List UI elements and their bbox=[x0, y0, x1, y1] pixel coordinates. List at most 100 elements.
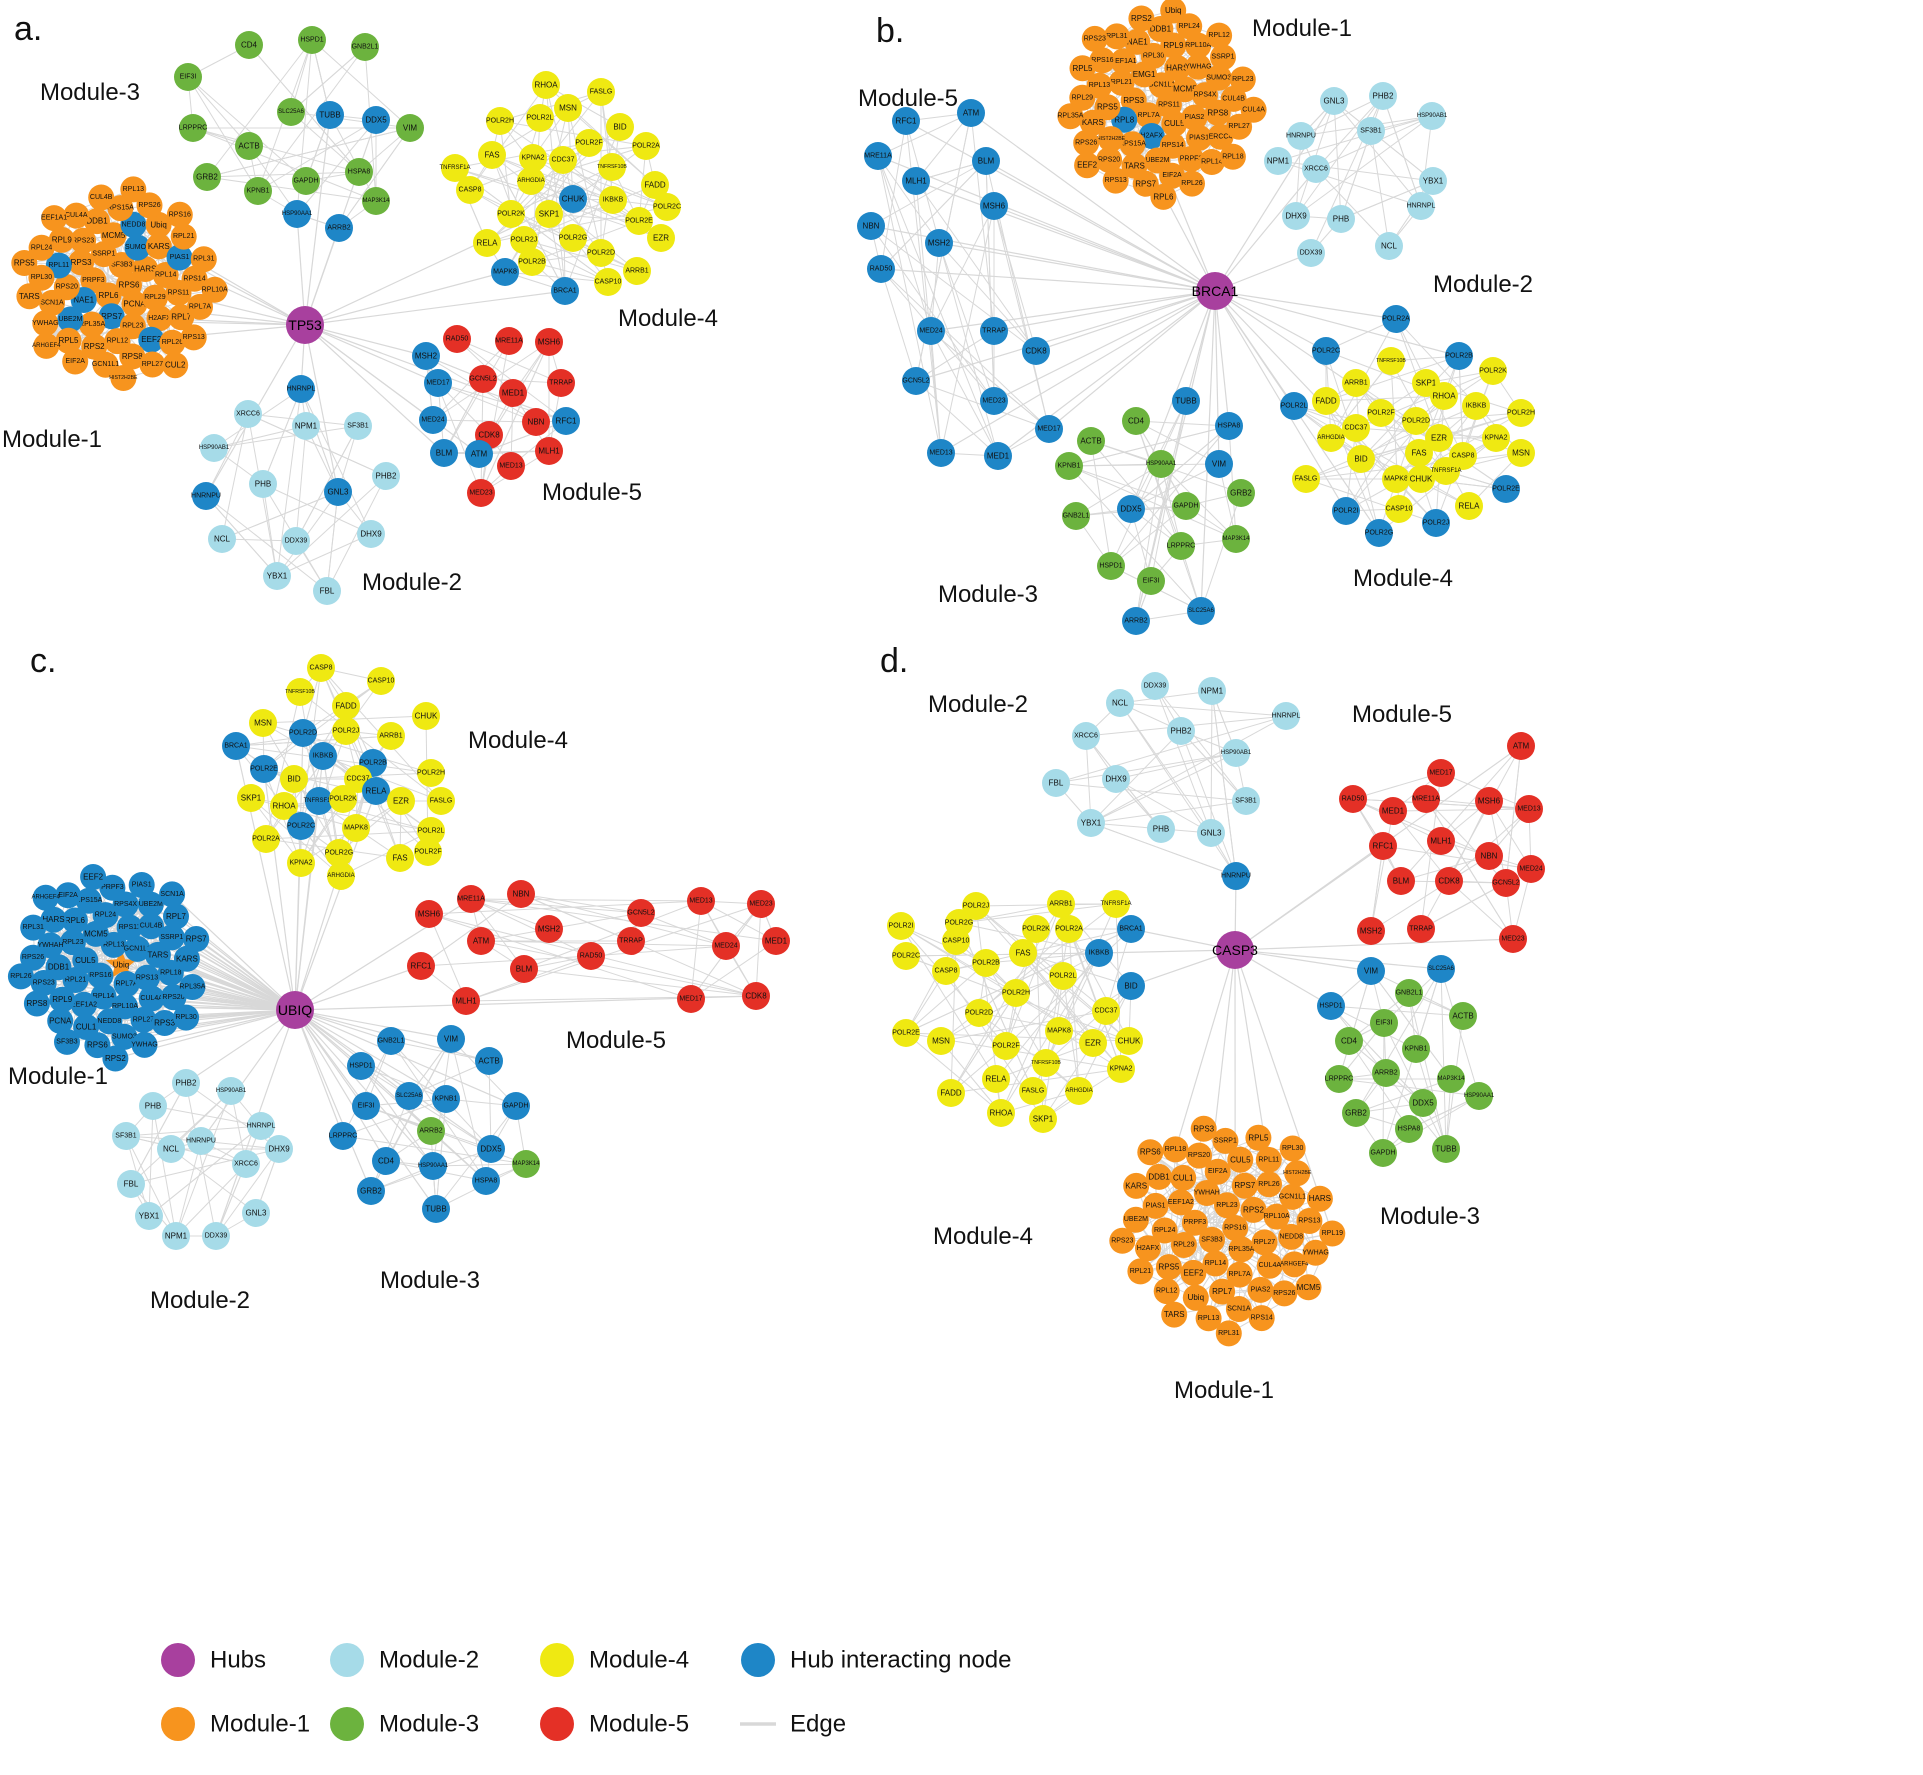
gene-node[interactable]: MSH6 bbox=[980, 192, 1008, 220]
gene-node[interactable]: CDC37 bbox=[1092, 997, 1120, 1025]
gene-node[interactable]: NCL bbox=[1106, 689, 1134, 717]
hub-node-ubiq[interactable]: UBIQ bbox=[276, 991, 314, 1029]
gene-node[interactable]: RPL5 bbox=[55, 327, 82, 354]
gene-node[interactable]: PIAS1 bbox=[1142, 1192, 1169, 1219]
gene-node[interactable]: CD4 bbox=[1335, 1027, 1363, 1055]
gene-node[interactable]: RPL10A bbox=[1264, 1203, 1290, 1230]
gene-node[interactable]: MAPK8 bbox=[342, 814, 370, 842]
gene-node[interactable]: RPL7A bbox=[187, 293, 213, 320]
gene-node[interactable]: PHB2 bbox=[372, 462, 400, 490]
gene-node[interactable]: ARHGEF4 bbox=[1280, 1251, 1309, 1278]
gene-node[interactable]: PHB bbox=[1327, 205, 1355, 233]
gene-node[interactable]: GNL3 bbox=[242, 1199, 270, 1227]
gene-node[interactable]: HSPD1 bbox=[1097, 552, 1125, 580]
hub-node-tp53[interactable]: TP53 bbox=[286, 306, 324, 344]
gene-node[interactable]: POLR2G bbox=[325, 839, 353, 867]
gene-node[interactable]: RPS26 bbox=[1271, 1280, 1298, 1307]
gene-node[interactable]: ARRB1 bbox=[1047, 890, 1075, 918]
gene-node[interactable]: TARS bbox=[1161, 1301, 1188, 1328]
gene-node[interactable]: MED23 bbox=[747, 890, 775, 918]
gene-node[interactable]: ARRB2 bbox=[1372, 1059, 1400, 1087]
gene-node[interactable]: RHOA bbox=[1430, 382, 1458, 410]
gene-node[interactable]: GCN5L2 bbox=[627, 899, 655, 927]
gene-node[interactable]: POLR2G bbox=[1365, 519, 1393, 547]
gene-node[interactable]: PIAS1 bbox=[128, 872, 155, 898]
gene-node[interactable]: MED1 bbox=[762, 927, 790, 955]
gene-node[interactable]: GNB2L1 bbox=[1062, 502, 1090, 530]
gene-node[interactable]: MCM5 bbox=[1295, 1274, 1322, 1301]
gene-node[interactable]: RPS7 bbox=[183, 926, 210, 952]
gene-node[interactable]: MED24 bbox=[917, 317, 945, 345]
gene-node[interactable]: RPL14 bbox=[90, 983, 117, 1010]
gene-node[interactable]: HSPD1 bbox=[1317, 992, 1345, 1020]
gene-node[interactable]: ACTB bbox=[475, 1047, 503, 1075]
gene-node[interactable]: POLR2G bbox=[559, 224, 587, 252]
gene-node[interactable]: SSRP1 bbox=[1212, 1127, 1239, 1154]
gene-node[interactable]: XRCC6 bbox=[232, 1150, 260, 1178]
gene-node[interactable]: RPL18 bbox=[1162, 1136, 1189, 1163]
gene-node[interactable]: MED23 bbox=[980, 387, 1008, 415]
gene-node[interactable]: POLR2H bbox=[1002, 979, 1030, 1007]
gene-node[interactable]: MED13 bbox=[497, 452, 525, 480]
gene-node[interactable]: POLR2B bbox=[1445, 342, 1473, 370]
gene-node[interactable]: MSH2 bbox=[1357, 917, 1385, 945]
gene-node[interactable]: EEF2 bbox=[1180, 1259, 1207, 1286]
gene-node[interactable]: RPS20 bbox=[1096, 147, 1123, 173]
gene-node[interactable]: ATM bbox=[1507, 732, 1535, 760]
gene-node[interactable]: MCM5 bbox=[1171, 76, 1198, 103]
gene-node[interactable]: RPL35A bbox=[79, 311, 105, 338]
gene-node[interactable]: MRE11A bbox=[1412, 785, 1440, 813]
gene-node[interactable]: MAPK8 bbox=[491, 258, 519, 286]
gene-node[interactable]: KPNA2 bbox=[519, 144, 547, 172]
gene-node[interactable]: RPS7 bbox=[98, 303, 125, 330]
gene-node[interactable]: CASP10 bbox=[367, 667, 395, 695]
gene-node[interactable]: EEF2 bbox=[80, 864, 107, 890]
gene-node[interactable]: HNRNPL bbox=[287, 375, 316, 403]
gene-node[interactable]: RPL31 bbox=[190, 246, 217, 273]
gene-node[interactable]: KPNB1 bbox=[1402, 1035, 1430, 1063]
gene-node[interactable]: POLR2D bbox=[289, 719, 317, 747]
gene-node[interactable]: MSH2 bbox=[535, 915, 563, 943]
gene-node[interactable]: MED1 bbox=[1379, 797, 1407, 825]
gene-node[interactable]: MAP3K14 bbox=[362, 187, 390, 215]
gene-node[interactable]: RPL30 bbox=[1279, 1135, 1306, 1162]
gene-node[interactable]: HNRNPL bbox=[1407, 192, 1436, 220]
gene-node[interactable]: EEF1A2 bbox=[1168, 1189, 1194, 1216]
gene-node[interactable]: MED13 bbox=[1515, 795, 1543, 823]
gene-node[interactable]: HSPD1 bbox=[347, 1052, 375, 1080]
gene-node[interactable]: ARRB1 bbox=[1342, 369, 1370, 397]
gene-node[interactable]: SCN1A bbox=[159, 881, 186, 908]
gene-node[interactable]: CASP8 bbox=[456, 176, 484, 204]
gene-node[interactable]: RAD50 bbox=[867, 255, 895, 283]
gene-node[interactable]: FBL bbox=[313, 577, 341, 605]
gene-node[interactable]: CDK8 bbox=[1435, 867, 1463, 895]
gene-node[interactable]: RPL21 bbox=[170, 223, 197, 250]
gene-node[interactable]: RPL27 bbox=[1251, 1229, 1278, 1256]
gene-node[interactable]: RPS5 bbox=[11, 250, 38, 276]
gene-node[interactable]: HSP90AB1 bbox=[1221, 739, 1252, 767]
gene-node[interactable]: CDC37 bbox=[1342, 414, 1370, 442]
gene-node[interactable]: KPNB1 bbox=[244, 177, 272, 205]
gene-node[interactable]: RPL23 bbox=[1214, 1192, 1240, 1219]
gene-node[interactable]: GCN1L1 bbox=[1279, 1183, 1306, 1210]
gene-node[interactable]: MSH6 bbox=[1475, 787, 1503, 815]
gene-node[interactable]: CUL4B bbox=[88, 184, 115, 211]
gene-node[interactable]: POLR2L bbox=[1280, 392, 1308, 420]
gene-node[interactable]: VIM bbox=[437, 1025, 465, 1053]
gene-node[interactable]: KARS bbox=[173, 945, 200, 972]
gene-node[interactable]: CDK8 bbox=[1022, 337, 1050, 365]
gene-node[interactable]: HSPA8 bbox=[472, 1167, 500, 1195]
gene-node[interactable]: MRE11A bbox=[495, 327, 523, 355]
gene-node[interactable]: CHUK bbox=[1115, 1027, 1143, 1055]
gene-node[interactable]: RPL29 bbox=[141, 284, 168, 311]
gene-node[interactable]: RPS15A bbox=[107, 195, 134, 222]
gene-node[interactable]: RPL12 bbox=[1153, 1278, 1180, 1305]
gene-node[interactable]: FASLG bbox=[587, 78, 615, 106]
gene-node[interactable]: UBE2M bbox=[57, 306, 84, 333]
gene-node[interactable]: TUBB bbox=[422, 1195, 450, 1223]
gene-node[interactable]: PRPF3 bbox=[1178, 146, 1204, 172]
gene-node[interactable]: XRCC6 bbox=[1072, 722, 1100, 750]
gene-node[interactable]: CUL4A bbox=[1240, 96, 1267, 123]
gene-node[interactable]: POLR2F bbox=[414, 838, 442, 866]
gene-node[interactable]: DDX39 bbox=[202, 1222, 230, 1250]
